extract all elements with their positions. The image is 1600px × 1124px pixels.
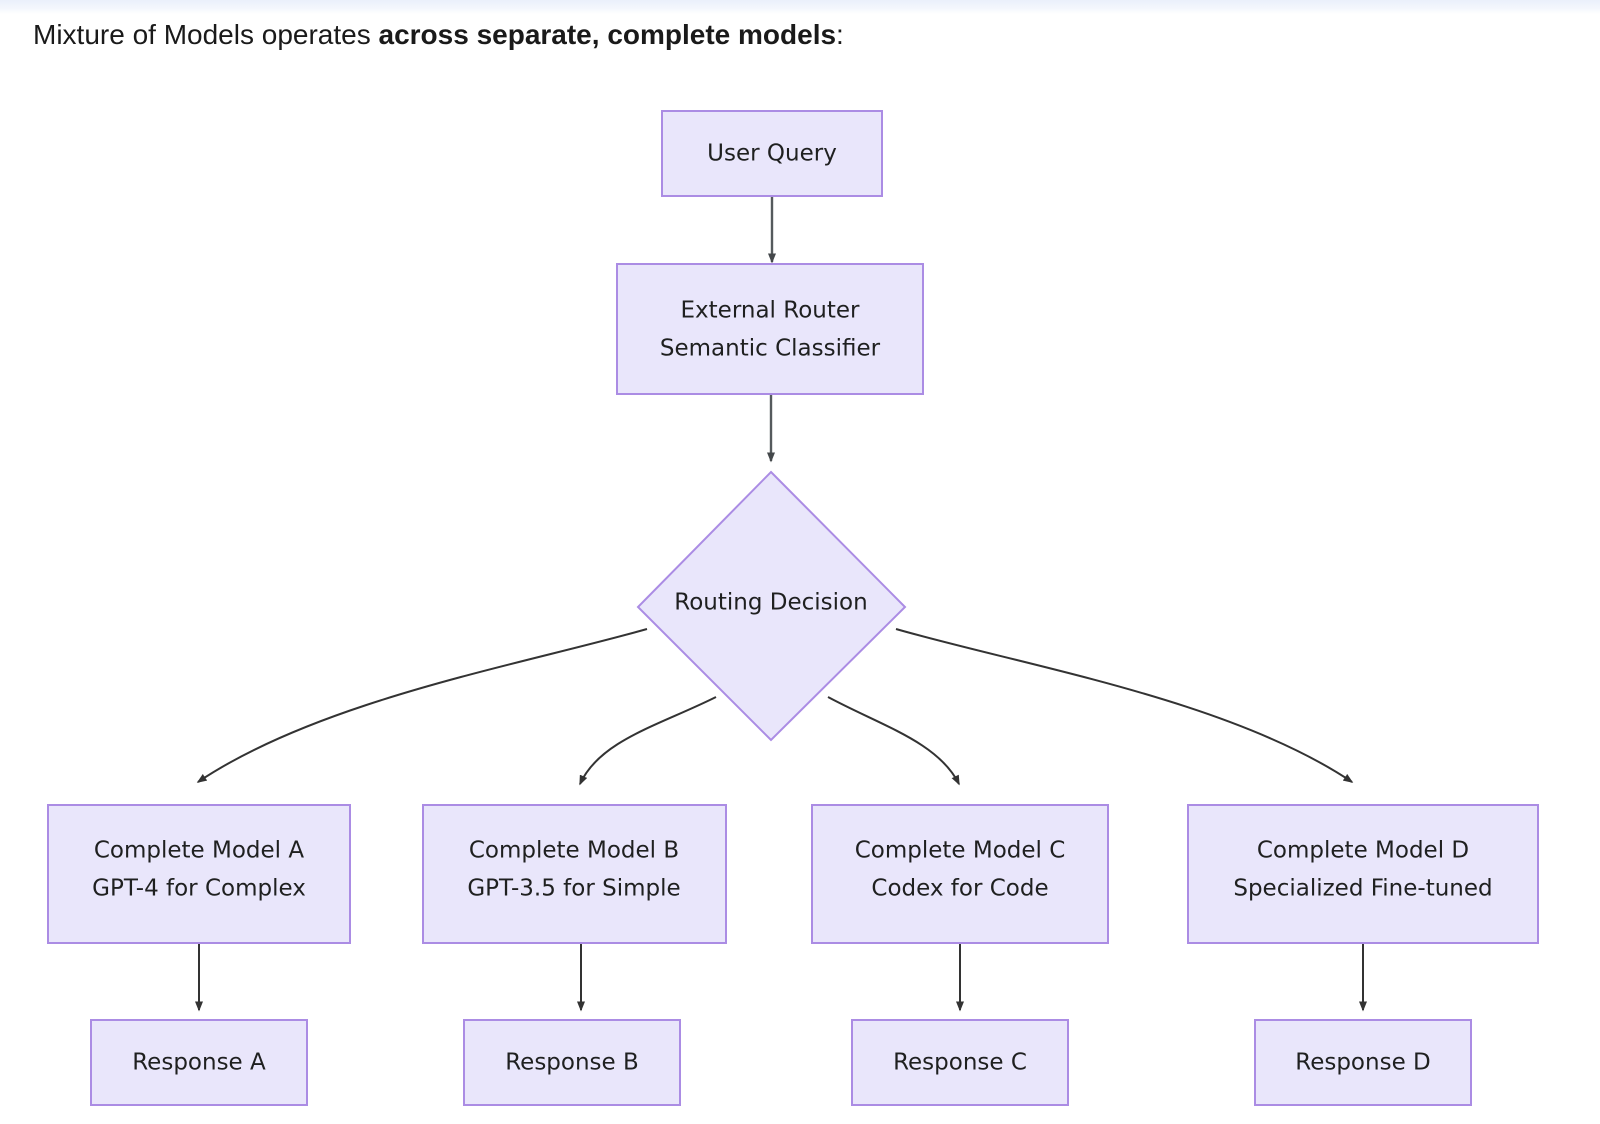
page-title-prefix: Mixture of Models operates	[33, 19, 379, 50]
edge-routing-to-model-d	[895, 628, 1354, 783]
node-user-query-label: User Query	[707, 141, 837, 167]
node-response-a[interactable]: Response A	[90, 1019, 308, 1106]
node-response-d-box	[1254, 1019, 1472, 1106]
node-user-query[interactable]: User Query	[661, 110, 883, 197]
node-model-d-label-line1: Complete Model D	[1257, 838, 1469, 864]
edge-group	[195, 196, 1367, 1012]
node-external-router-label-line1: External Router	[681, 298, 861, 324]
node-model-a-box	[47, 804, 351, 944]
node-routing-decision[interactable]: Routing Decision	[636, 470, 907, 742]
node-model-d[interactable]: Complete Model D Specialized Fine-tuned	[1187, 804, 1539, 944]
node-response-d-label: Response D	[1295, 1050, 1430, 1076]
edge-routing-to-model-a	[196, 628, 648, 783]
node-model-d-box	[1187, 804, 1539, 944]
node-response-b-label: Response B	[505, 1050, 639, 1076]
node-model-a-label-line2: GPT-4 for Complex	[92, 876, 306, 902]
node-response-c-box	[851, 1019, 1069, 1106]
node-model-c-label-line1: Complete Model C	[855, 838, 1066, 864]
node-response-b[interactable]: Response B	[463, 1019, 681, 1106]
node-user-query-box	[661, 110, 883, 197]
edge-routing-to-model-c	[827, 696, 960, 786]
page-title-suffix: :	[836, 19, 844, 50]
node-model-c-label-line2: Codex for Code	[871, 876, 1048, 902]
edge-routing-to-model-b	[579, 696, 717, 786]
node-model-b-box	[422, 804, 727, 944]
node-response-a-box	[90, 1019, 308, 1106]
page-title: Mixture of Models operates across separa…	[33, 16, 844, 54]
node-model-c[interactable]: Complete Model C Codex for Code	[811, 804, 1109, 944]
node-model-b-label-line2: GPT-3.5 for Simple	[467, 876, 680, 902]
node-external-router[interactable]: External Router Semantic Classifier	[616, 263, 924, 395]
top-gradient-band	[0, 0, 1600, 14]
node-model-b[interactable]: Complete Model B GPT-3.5 for Simple	[422, 804, 727, 944]
node-model-d-label-line2: Specialized Fine-tuned	[1233, 876, 1492, 902]
node-response-d[interactable]: Response D	[1254, 1019, 1472, 1106]
node-model-a-label-line1: Complete Model A	[94, 838, 305, 864]
node-response-a-label: Response A	[132, 1050, 266, 1076]
node-response-c[interactable]: Response C	[851, 1019, 1069, 1106]
node-model-b-label-line1: Complete Model B	[469, 838, 679, 864]
node-response-b-box	[463, 1019, 681, 1106]
node-external-router-box	[616, 263, 924, 395]
node-external-router-label-line2: Semantic Classifier	[660, 336, 881, 362]
node-routing-decision-label: Routing Decision	[674, 590, 867, 616]
node-model-a[interactable]: Complete Model A GPT-4 for Complex	[47, 804, 351, 944]
node-routing-decision-shape	[636, 470, 907, 742]
page-title-emphasis: across separate, complete models	[378, 19, 837, 50]
node-response-c-label: Response C	[893, 1050, 1027, 1076]
node-model-c-box	[811, 804, 1109, 944]
